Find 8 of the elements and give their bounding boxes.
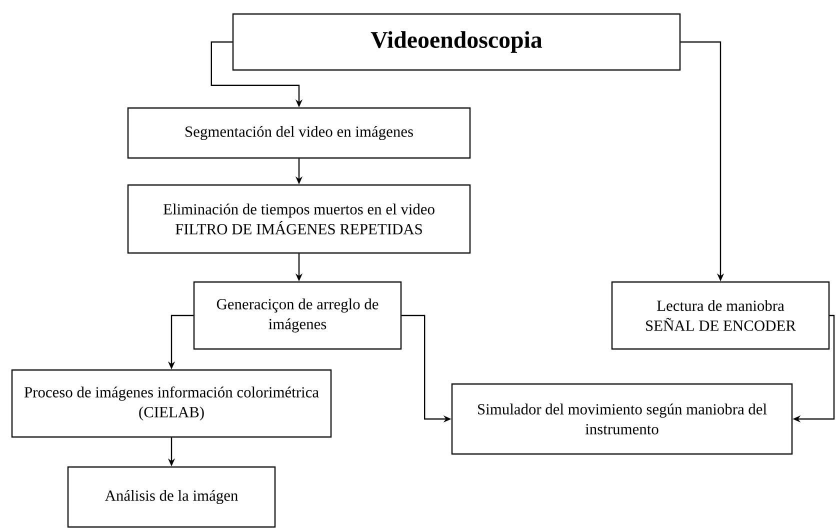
process-box: Lectura de maniobra SEÑAL DE ENCODER bbox=[611, 281, 830, 350]
process-box: Análisis de la imágen bbox=[67, 466, 276, 528]
title-box: Videoendoscopia bbox=[232, 13, 681, 71]
process-box: Proceso de imágenes información colorimétrica (CIELAB) bbox=[11, 369, 332, 438]
process-box: Eliminación de tiempos muertos en el video FILTRO DE IMÁGENES REPETIDAS bbox=[127, 184, 471, 254]
process-box: Generaciçon de arreglo de imágenes bbox=[193, 281, 402, 350]
process-box: Simulador del movimiento según maniobra del instrumento bbox=[451, 383, 793, 455]
process-box: Segmentación del video en imágenes bbox=[127, 107, 471, 159]
